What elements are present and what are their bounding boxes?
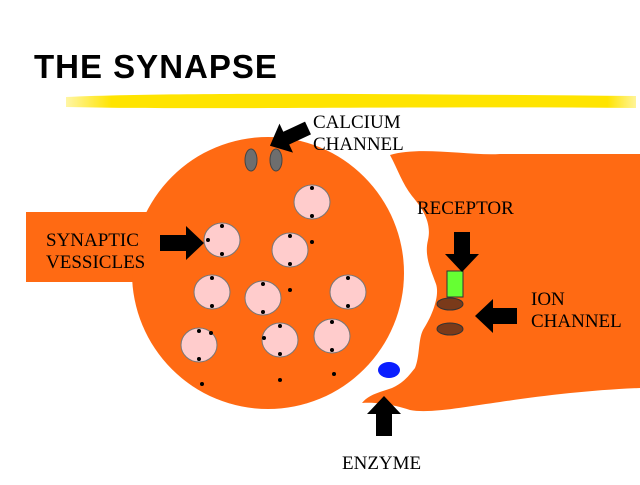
vesicle [193, 274, 231, 310]
synaptic-vesicles-label-line: VESSICLES [46, 252, 146, 273]
synaptic-vesicles-label-line: SYNAPTIC [46, 230, 139, 251]
presynaptic-terminal [132, 137, 404, 409]
ion-channel-upper [436, 297, 464, 311]
vesicle [180, 327, 218, 363]
vesicle [261, 322, 299, 358]
arrow-ion-channel [475, 299, 517, 333]
vesicle [271, 232, 309, 268]
vesicle [244, 280, 282, 316]
vesicle [313, 318, 351, 354]
calcium-channel-left [244, 148, 258, 172]
arrow-enzyme [367, 396, 401, 436]
calcium-channel-label-line: CALCIUM [313, 112, 401, 133]
ion-channel-lower [436, 322, 464, 336]
receptor [446, 270, 464, 298]
enzyme [378, 362, 400, 378]
arrow-receptor [445, 232, 479, 272]
calcium-channel-right [269, 148, 283, 172]
page-title: THE SYNAPSE [34, 48, 278, 85]
ion-channel-label: ION CHANNEL [531, 289, 622, 333]
arrow-calcium-channel [269, 121, 311, 153]
receptor-label: RECEPTOR [417, 198, 514, 219]
vesicle [293, 184, 331, 220]
vesicle [329, 274, 367, 310]
ion-channel-label-line: ION [531, 289, 565, 310]
ion-channel-label-line: CHANNEL [531, 311, 622, 332]
postsynaptic-neuron [362, 151, 640, 412]
synaptic-vesicles [180, 184, 367, 363]
synaptic-vesicles-label: SYNAPTIC VESSICLES [46, 230, 145, 274]
calcium-channel-label-line: CHANNEL [313, 134, 404, 155]
calcium-channel-label: CALCIUM CHANNEL [313, 112, 404, 156]
arrow-synaptic-vesicles [160, 226, 204, 260]
neurotransmitter-dots [197, 186, 350, 386]
vesicle [203, 222, 241, 258]
title-underline [66, 93, 636, 109]
enzyme-label: ENZYME [342, 453, 422, 474]
